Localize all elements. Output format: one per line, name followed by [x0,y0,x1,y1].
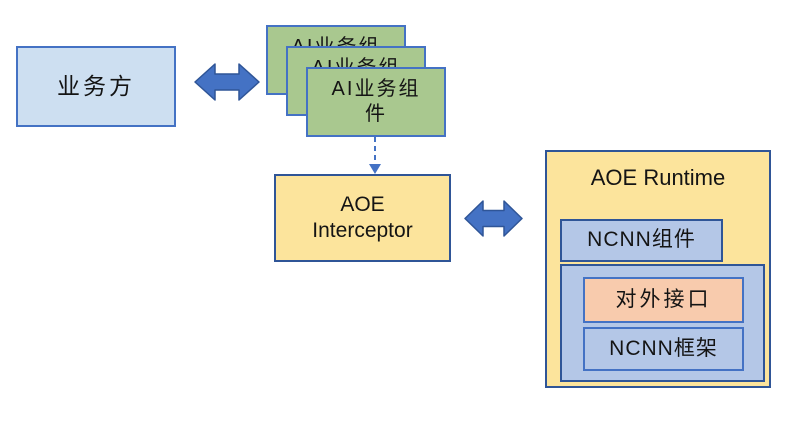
external-interface-label: 对外接口 [615,287,712,311]
ncnn-component-box: NCNN组件 [560,219,723,262]
ncnn-component-label: NCNN组件 [587,228,696,252]
business-box-label: 业务方 [57,73,135,100]
dashed-down-arrow-icon [369,137,381,174]
ncnn-inner-container: 对外接口 NCNN框架 [560,264,765,382]
bidirectional-arrow-business-ai-icon [194,63,260,101]
aoe-runtime-box: AOE Runtime NCNN组件 对外接口 NCNN框架 [545,150,771,388]
ncnn-framework-box: NCNN框架 [583,327,744,371]
ai-component-label-line2: 件 [365,103,387,125]
interceptor-label-line2: Interceptor [312,219,413,242]
external-interface-box: 对外接口 [583,277,744,323]
ai-component-box-front: AI业务组 件 [306,67,446,137]
runtime-title: AOE Runtime [590,165,726,190]
business-box: 业务方 [16,46,176,127]
ncnn-framework-label: NCNN框架 [609,336,718,360]
interceptor-label-line1: AOE [340,192,385,216]
bidirectional-arrow-interceptor-runtime-icon [464,200,523,237]
aoe-interceptor-box: AOE Interceptor [274,174,451,262]
ai-component-label-line1: AI业务组 [331,78,421,100]
